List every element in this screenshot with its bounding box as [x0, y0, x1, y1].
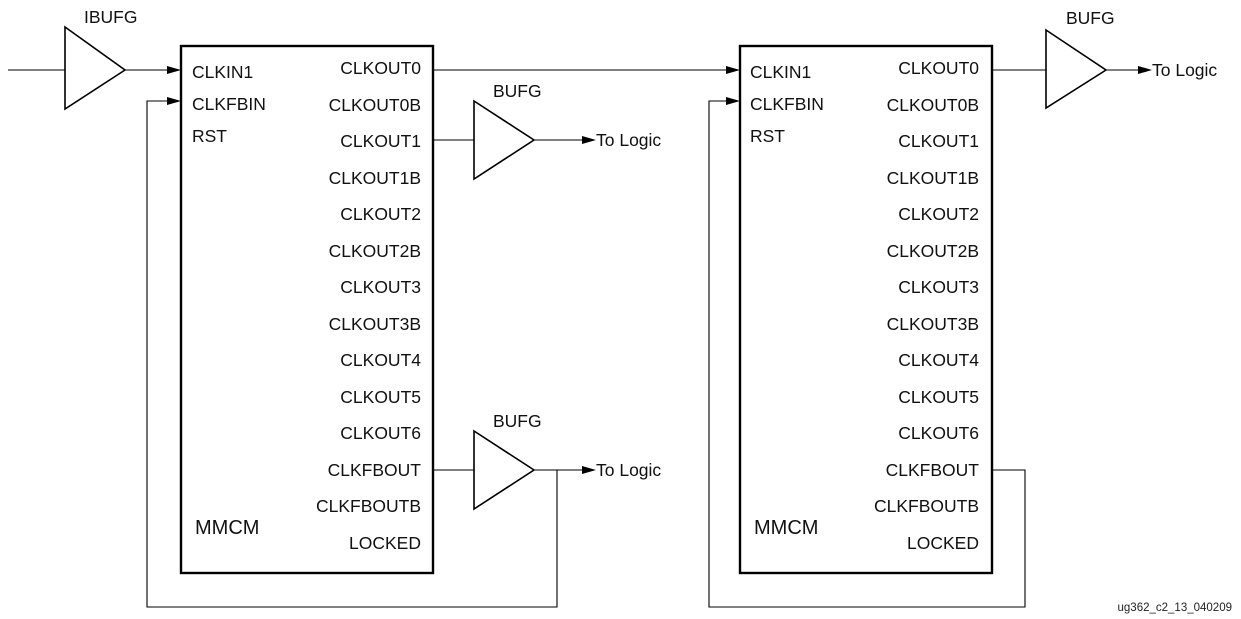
right-out-13: LOCKED: [907, 533, 979, 553]
left-mmcm-label: MMCM: [195, 517, 259, 539]
figure-id: ug362_c2_13_040209: [1118, 602, 1232, 614]
right-out-6: CLKOUT3: [898, 277, 979, 297]
left-out-7: CLKOUT3B: [329, 314, 421, 334]
wire-left-feedback-loop: [146, 100, 558, 608]
right-out-11: CLKFBOUT: [886, 460, 980, 480]
right-out-10: CLKOUT6: [898, 423, 979, 443]
to-logic-2: To Logic: [596, 460, 661, 480]
arrow-ibufg-to-clkin1: [167, 66, 181, 74]
bufg-clkout1-label: BUFG: [493, 81, 542, 101]
right-out-9: CLKOUT5: [898, 387, 979, 407]
right-in-clkfbin: CLKFBIN: [750, 94, 824, 114]
arrow-to-logic-2: [582, 466, 596, 474]
bufg-right-out-buffer: [1045, 28, 1108, 110]
left-out-2: CLKOUT1: [340, 131, 421, 151]
ibufg-buffer: [64, 25, 127, 111]
left-out-5: CLKOUT2B: [329, 241, 421, 261]
arrow-right-clkin1: [726, 66, 740, 74]
left-out-12: CLKFBOUTB: [316, 496, 421, 516]
arrow-left-clkfbin: [167, 97, 181, 105]
left-in-clkin1: CLKIN1: [192, 62, 253, 82]
left-out-4: CLKOUT2: [340, 204, 421, 224]
right-in-clkin1: CLKIN1: [750, 62, 811, 82]
bufg-feedback-label: BUFG: [493, 411, 542, 431]
right-out-5: CLKOUT2B: [887, 241, 979, 261]
left-out-13: LOCKED: [349, 533, 421, 553]
left-out-8: CLKOUT4: [340, 350, 421, 370]
to-logic-1: To Logic: [596, 130, 661, 150]
right-out-8: CLKOUT4: [898, 350, 979, 370]
left-out-3: CLKOUT1B: [329, 168, 421, 188]
right-out-2: CLKOUT1: [898, 131, 979, 151]
wire-right-feedback-loop: [708, 100, 1026, 608]
left-out-1: CLKOUT0B: [329, 95, 421, 115]
left-in-clkfbin: CLKFBIN: [192, 94, 266, 114]
left-out-0: CLKOUT0: [340, 58, 421, 78]
right-mmcm-label: MMCM: [754, 517, 818, 539]
ibufg-label: IBUFG: [84, 7, 137, 27]
right-out-3: CLKOUT1B: [887, 168, 979, 188]
bufg-right-out-label: BUFG: [1066, 8, 1115, 28]
left-out-11: CLKFBOUT: [328, 460, 422, 480]
mmcm-left-block: [179, 44, 435, 575]
arrow-right-clkfbin: [726, 97, 740, 105]
arrow-to-logic-1: [582, 136, 596, 144]
to-logic-3: To Logic: [1152, 60, 1217, 80]
left-out-10: CLKOUT6: [340, 423, 421, 443]
bufg-clkout1-buffer: [473, 99, 536, 181]
right-in-rst: RST: [750, 126, 785, 146]
right-out-4: CLKOUT2: [898, 204, 979, 224]
left-out-6: CLKOUT3: [340, 277, 421, 297]
arrow-to-logic-3: [1138, 66, 1152, 74]
right-out-12: CLKFBOUTB: [874, 496, 979, 516]
left-in-rst: RST: [192, 126, 227, 146]
right-out-1: CLKOUT0B: [887, 95, 979, 115]
right-out-0: CLKOUT0: [898, 58, 979, 78]
right-out-7: CLKOUT3B: [887, 314, 979, 334]
left-out-9: CLKOUT5: [340, 387, 421, 407]
bufg-feedback-buffer: [473, 429, 536, 511]
mmcm-right-block: [738, 44, 994, 575]
